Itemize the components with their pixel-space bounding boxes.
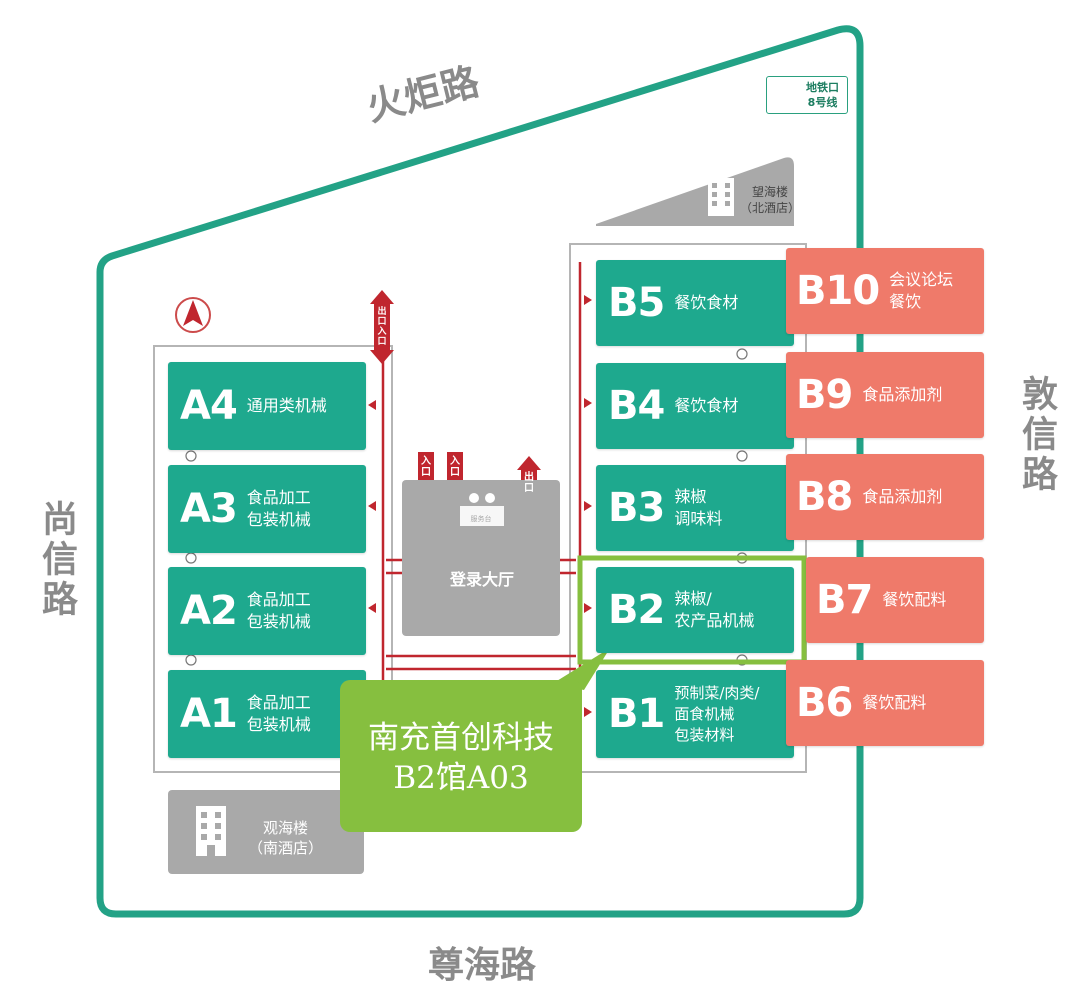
hall-b6[interactable]: B6 餐饮配料: [786, 660, 984, 746]
exhibitor-callout-text: 南充首创科技 B2馆A03: [368, 720, 554, 796]
exit-label: 出 口: [524, 472, 534, 494]
hall-b8[interactable]: B8 食品添加剂: [786, 454, 984, 540]
service-desk-icon: [460, 493, 504, 526]
hall-a3[interactable]: A3 食品加工 包装机械: [168, 465, 366, 553]
hall-code: A3: [180, 486, 238, 532]
north-exit-entry-arrow: [370, 290, 394, 364]
hall-b1[interactable]: B1 预制菜/肉类/ 面食机械 包装材料: [596, 670, 794, 758]
hall-b7[interactable]: B7 餐饮配料: [806, 557, 984, 643]
hall-code: B6: [796, 680, 853, 726]
hall-b9[interactable]: B9 食品添加剂: [786, 352, 984, 438]
hall-desc: 食品加工 包装机械: [246, 590, 311, 631]
hall-code: B1: [608, 691, 665, 737]
hall-desc: 会议论坛 餐饮: [889, 270, 954, 311]
hall-access-arrows: [368, 295, 592, 717]
hall-b10[interactable]: B10 会议论坛 餐饮: [786, 248, 984, 334]
hall-b5[interactable]: B5 餐饮食材: [596, 260, 794, 346]
hall-code: B10: [796, 268, 880, 314]
hall-code: A1: [180, 691, 238, 737]
entrance-label-1: 入 口: [421, 456, 431, 478]
north-hotel-block: [596, 157, 794, 226]
hall-code: B5: [608, 280, 665, 326]
compass-icon: [175, 297, 211, 333]
entrance-label-2: 入 口: [450, 456, 460, 478]
road-east: 敦信路: [1016, 375, 1057, 495]
south-hotel-block: [168, 790, 364, 874]
site-boundary: [96, 25, 864, 918]
hall-a1[interactable]: A1 食品加工 包装机械: [168, 670, 366, 758]
hall-desc: 餐饮食材: [674, 293, 739, 312]
hall-desc: 食品添加剂: [862, 385, 943, 404]
hall-code: B9: [796, 372, 853, 418]
hall-b3[interactable]: B3 辣椒 调味料: [596, 465, 794, 551]
registration-lobby[interactable]: 服务台: [402, 480, 560, 636]
hall-desc: 食品添加剂: [862, 487, 943, 506]
hall-desc: 通用类机械: [246, 396, 327, 415]
hall-desc: 辣椒/ 农产品机械: [674, 589, 755, 630]
hall-desc: 食品加工 包装机械: [246, 488, 311, 529]
lobby-label: 登录大厅: [449, 570, 514, 589]
exhibitor-callout: [340, 680, 582, 832]
metro-label: 地铁口 8号线: [806, 81, 839, 109]
hall-a2[interactable]: A2 食品加工 包装机械: [168, 567, 366, 655]
road-west: 尚信路: [36, 500, 77, 620]
b2-highlight: [577, 555, 807, 665]
service-desk-label: 服务台: [470, 515, 492, 523]
hall-code: B2: [608, 587, 665, 633]
hall-code: B4: [608, 383, 665, 429]
hall-desc: 餐饮配料: [882, 590, 947, 609]
hall-a4[interactable]: A4 通用类机械: [168, 362, 366, 450]
road-south: 尊海路: [428, 945, 537, 986]
hall-code: B3: [608, 485, 665, 531]
hall-desc: 预制菜/肉类/ 面食机械 包装材料: [674, 683, 760, 744]
hall-code: B7: [816, 577, 873, 623]
south-hotel-icon: [196, 806, 226, 856]
hall-code: B8: [796, 474, 853, 520]
hall-desc: 餐饮配料: [862, 693, 927, 712]
callout-pointer: [552, 648, 610, 690]
metro-badge: [766, 76, 848, 114]
hall-code: A4: [180, 383, 238, 429]
hall-code: A2: [180, 588, 238, 634]
north-hotel-label: 望海楼 （北酒店）: [740, 185, 801, 215]
hall-desc: 食品加工 包装机械: [246, 693, 311, 734]
hall-b4[interactable]: B4 餐饮食材: [596, 363, 794, 449]
hall-desc: 餐饮食材: [674, 396, 739, 415]
north-hotel-icon: [708, 178, 734, 216]
exit-entry-label: 出 口 入 口: [377, 307, 387, 347]
hall-desc: 辣椒 调味料: [674, 487, 723, 528]
hall-b2[interactable]: B2 辣椒/ 农产品机械: [596, 567, 794, 653]
south-hotel-label: 观海楼 （南酒店）: [248, 819, 324, 857]
